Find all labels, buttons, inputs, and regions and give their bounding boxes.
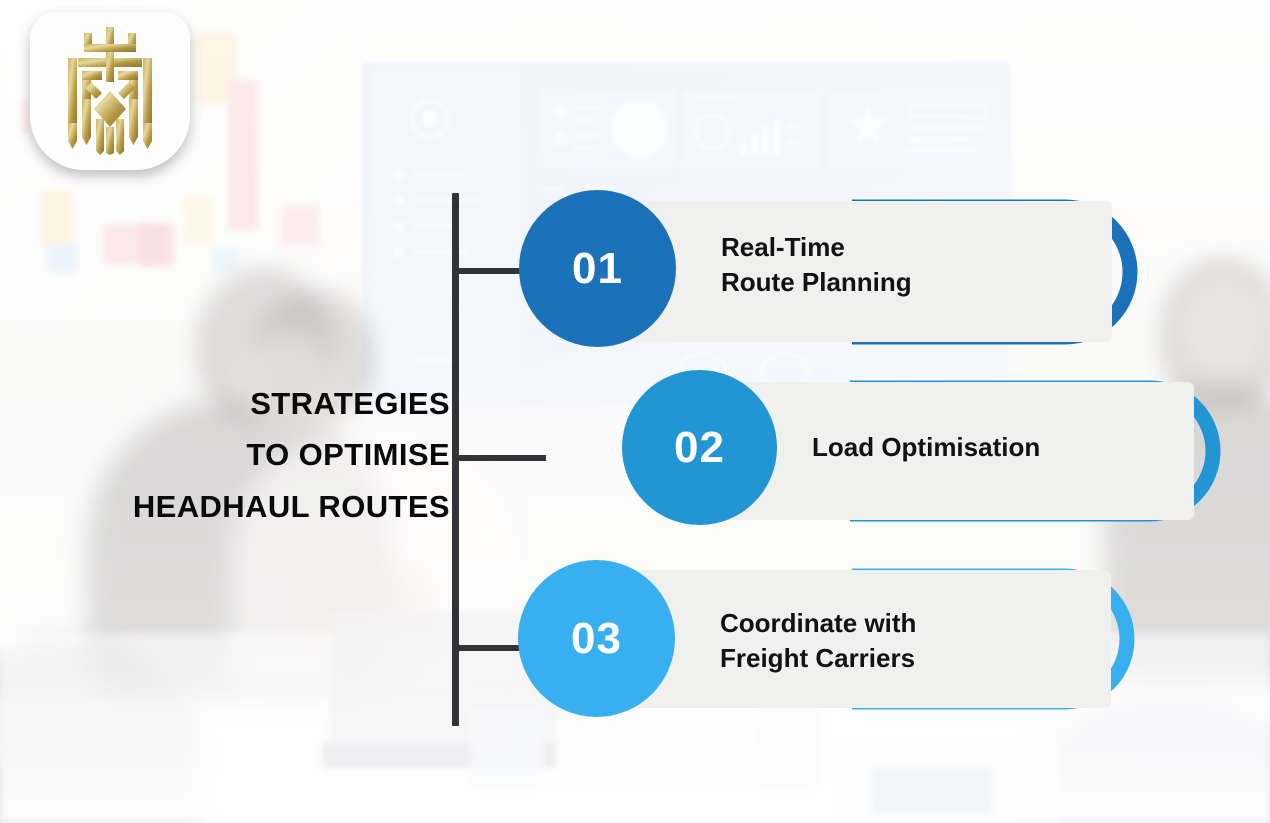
- timeline-branch-3: [456, 645, 546, 651]
- step-1-title: Real-Time Route Planning: [721, 230, 912, 299]
- step-1-number: 01: [572, 243, 623, 293]
- page-title: STRATEGIES TO OPTIMISE HEADHAUL ROUTES: [20, 378, 450, 532]
- timeline-branch-1: [456, 268, 546, 274]
- step-card-2[interactable]: 02 Load Optimisation: [622, 370, 1222, 538]
- page-title-line-1: STRATEGIES: [250, 386, 450, 421]
- timeline-branch-2: [456, 455, 546, 461]
- step-1-number-badge: 01: [519, 190, 676, 347]
- step-card-3[interactable]: 03 Coordinate with Freight Carriers: [518, 560, 1138, 730]
- step-3-number: 03: [571, 613, 622, 663]
- step-3-number-badge: 03: [518, 560, 675, 717]
- step-2-number: 02: [674, 422, 725, 472]
- step-2-title-line-1: Load Optimisation: [812, 432, 1041, 462]
- page-title-line-2: TO OPTIMISE: [246, 437, 450, 473]
- step-1-title-line-1: Real-Time: [721, 232, 845, 262]
- step-3-title-line-1: Coordinate with: [720, 608, 917, 638]
- logo-badge: [30, 12, 190, 170]
- ornate-crest-emblem-icon: [68, 27, 152, 155]
- step-card-1[interactable]: 01 Real-Time Route Planning: [519, 190, 1139, 355]
- page-title-line-3: HEADHAUL ROUTES: [132, 488, 450, 524]
- step-3-title: Coordinate with Freight Carriers: [720, 606, 916, 675]
- step-1-title-line-2: Route Planning: [721, 266, 912, 297]
- step-3-title-line-2: Freight Carriers: [720, 642, 916, 673]
- timeline-vertical-line: [452, 193, 459, 726]
- step-2-title: Load Optimisation: [812, 430, 1040, 465]
- step-2-number-badge: 02: [622, 370, 777, 525]
